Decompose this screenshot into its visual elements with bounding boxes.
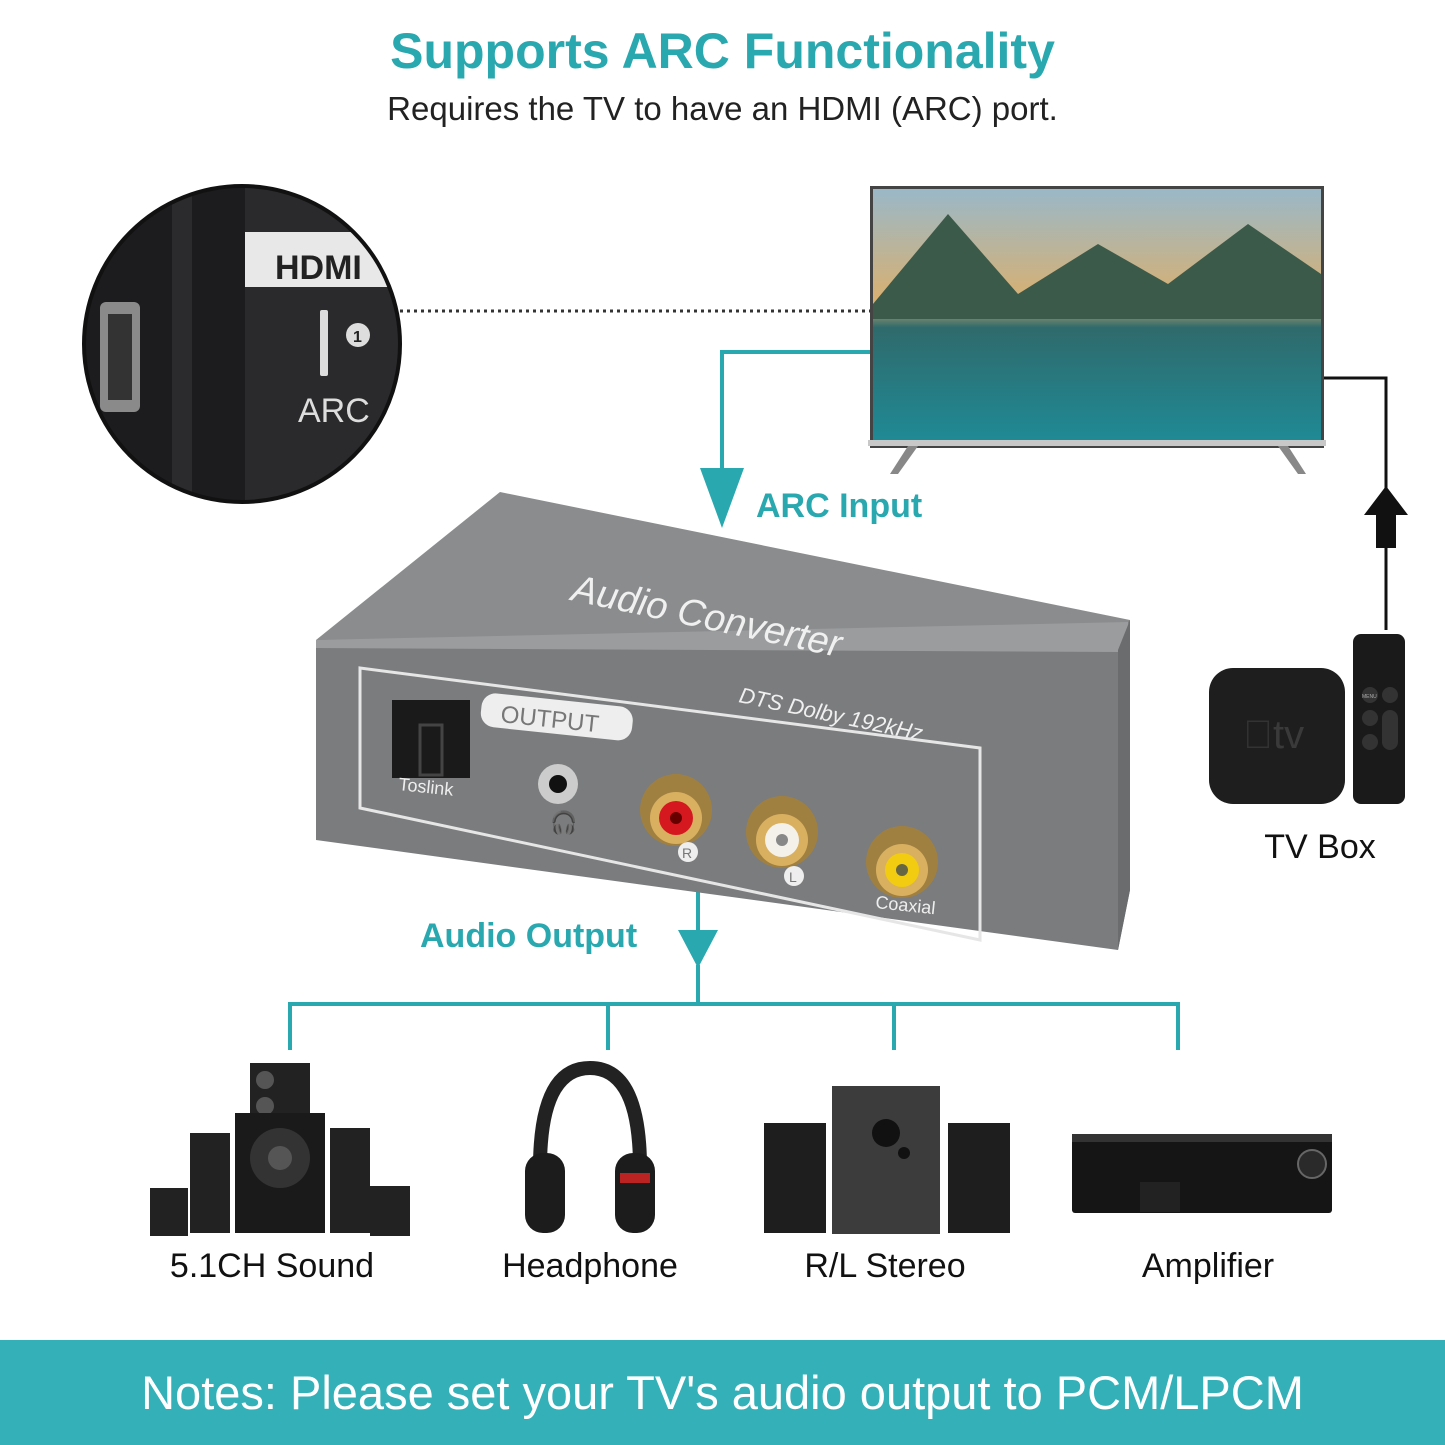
tv-box-device:  tv MENU — [1209, 634, 1405, 804]
headphone-icon: 🎧 — [550, 810, 577, 835]
output-label-amplifier: Amplifier — [1141, 1247, 1275, 1285]
port-number: 1 — [353, 329, 362, 346]
page-subtitle: Requires the TV to have an HDMI (ARC) po… — [387, 90, 1058, 127]
headphone-device-icon — [525, 1060, 655, 1233]
output-label-headphone: Headphone — [502, 1247, 678, 1285]
stereo-speakers-icon — [764, 1086, 1010, 1234]
surround-speakers-icon — [150, 1063, 410, 1236]
output-label-rl-stereo: R/L Stereo — [804, 1247, 966, 1285]
page-title: Supports ARC Functionality — [390, 23, 1055, 79]
hdmi-arc-port-closeup: HDMI 1 ARC — [82, 184, 402, 504]
remote-menu-label: MENU — [1362, 694, 1377, 700]
arc-port-label: ARC — [298, 392, 370, 430]
up-arrow-icon — [1364, 486, 1408, 548]
remote-control — [1353, 634, 1405, 804]
output-bus-line — [288, 1002, 1180, 1050]
audio-output-label: Audio Output — [420, 917, 638, 955]
television — [868, 186, 1326, 474]
arc-line — [720, 350, 872, 470]
tv-logo-text: tv — [1273, 713, 1304, 757]
rca-right-label: R — [682, 845, 692, 861]
audio-converter-device: Audio Converter DTS Dolby 192kHz OUTPUT … — [316, 492, 1130, 950]
toslink-port — [392, 700, 470, 778]
arc-input-label: ARC Input — [756, 487, 923, 525]
apple-tv-logo:  — [1243, 713, 1273, 757]
hdmi-logo: HDMI — [275, 249, 362, 287]
output-label-5-1ch: 5.1CH Sound — [169, 1247, 375, 1285]
rca-left-label: L — [789, 869, 797, 885]
arc-arrow-icon — [700, 468, 744, 528]
notes-banner: Notes: Please set your TV's audio output… — [0, 1340, 1445, 1445]
amplifier-icon — [1072, 1134, 1332, 1213]
tv-box-label: TV Box — [1264, 828, 1376, 866]
output-arrow-icon — [678, 930, 718, 968]
